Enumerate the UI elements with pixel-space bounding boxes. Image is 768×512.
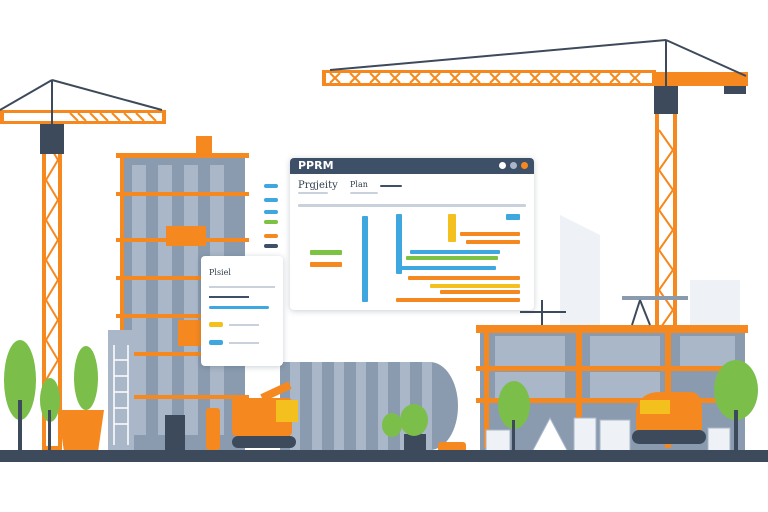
gantt-bar [410, 250, 500, 254]
gantt-bar [408, 276, 520, 280]
card-line [209, 286, 275, 288]
trees [4, 340, 758, 452]
gantt-bar [310, 262, 342, 267]
gantt-bar [362, 216, 368, 302]
bulldozer [632, 392, 706, 444]
gantt-bar [506, 214, 520, 220]
gantt-bar [310, 250, 342, 255]
left-crane [0, 79, 166, 450]
gantt-bar [430, 284, 520, 288]
gantt-bar [466, 240, 520, 244]
ground-line [0, 450, 768, 462]
task-chip [264, 220, 278, 224]
card-title: Plsiel [209, 268, 231, 277]
card-slider[interactable] [209, 306, 269, 309]
three-dots-icon[interactable] [499, 162, 528, 169]
gantt-chart-window: PPRM Prgjeity Plan [290, 158, 534, 310]
task-chip [264, 234, 278, 238]
task-chip [264, 210, 278, 214]
excavator [232, 381, 298, 448]
tunnel [280, 362, 458, 450]
window-title: PPRM [298, 159, 334, 172]
window-title-bar: PPRM [290, 158, 534, 174]
gantt-bar [396, 266, 496, 270]
card-line [229, 324, 259, 326]
card-chip [209, 340, 223, 345]
task-chip [264, 198, 278, 202]
card-line [229, 342, 259, 344]
gantt-header [298, 204, 526, 207]
gantt-bar [440, 290, 520, 294]
project-label: Prgjeity [298, 180, 338, 191]
task-chip [264, 184, 278, 188]
gantt-bar [396, 298, 520, 302]
card-chip [209, 322, 223, 327]
plan-label: Plan [350, 180, 368, 189]
text-line [380, 185, 402, 187]
task-detail-card: Plsiel [201, 256, 283, 366]
planter [58, 410, 426, 452]
task-chip [264, 244, 278, 248]
gantt-bar [406, 256, 498, 260]
text-line [298, 192, 328, 194]
gantt-bar [460, 232, 520, 236]
gantt-bar [396, 214, 402, 274]
gantt-bar [448, 214, 456, 242]
text-line [350, 192, 378, 194]
card-line [209, 296, 249, 298]
